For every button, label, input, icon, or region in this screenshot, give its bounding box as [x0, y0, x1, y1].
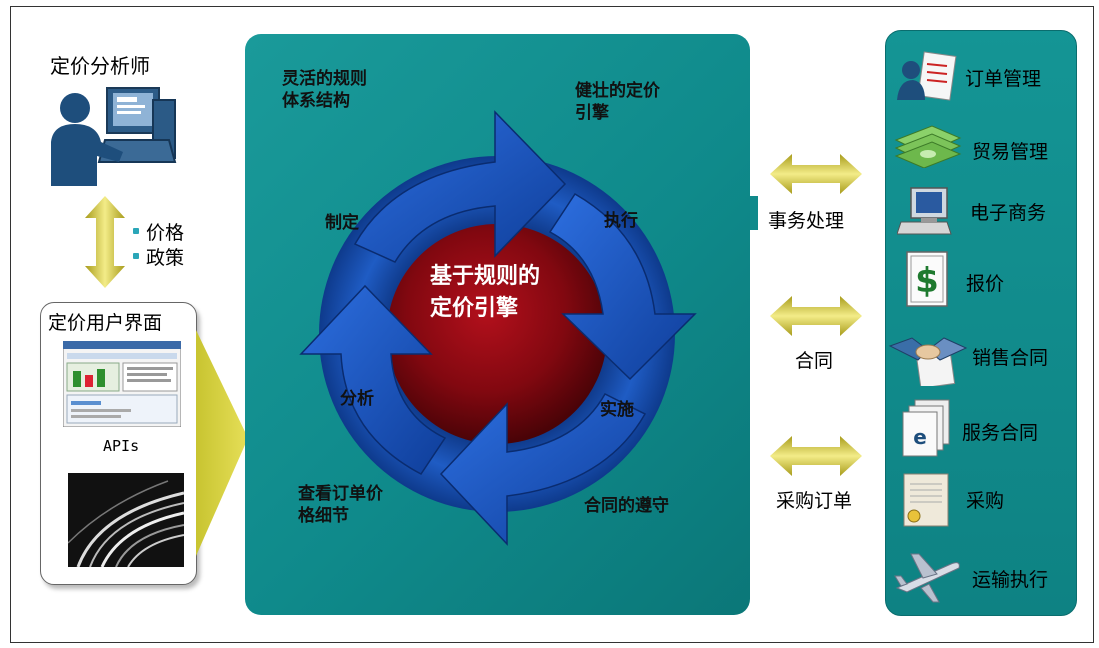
flexible-rules-label: 灵活的规则 体系结构	[282, 69, 367, 111]
purchase-document-icon	[903, 473, 949, 527]
cycle-step-formulate: 制定	[325, 213, 359, 233]
purchase-order-label: 采购订单	[776, 490, 853, 512]
transaction-arrow-icon	[770, 154, 862, 194]
contract-compliance-label: 合同的遵守	[584, 496, 669, 516]
dashboard-thumbnail	[63, 341, 181, 427]
purchase-order-arrow-icon	[770, 436, 862, 476]
money-stack-icon	[894, 125, 962, 168]
airplane-icon	[894, 553, 960, 603]
document-stack-icon: e	[902, 399, 950, 457]
contract-label: 合同	[795, 350, 834, 372]
core-title-line1: 基于规则的	[430, 264, 541, 289]
right-item-shipping-execution: 运输执行	[972, 569, 1049, 591]
contract-arrow-icon	[770, 296, 862, 336]
right-item-purchasing: 采购	[966, 490, 1005, 512]
right-item-quote: 报价	[966, 273, 1005, 295]
order-management-icon	[897, 51, 957, 101]
analyst-title: 定价分析师	[50, 54, 150, 78]
light-streaks-image	[68, 473, 184, 567]
policy-arrow-icon	[85, 196, 125, 288]
pricing-cycle-diagram	[299, 110, 697, 546]
dollar-document-icon: $	[906, 251, 948, 307]
robust-engine-label: 健壮的定价 引擎	[575, 81, 660, 123]
ui-title: 定价用户界面	[48, 312, 163, 334]
transaction-label: 事务处理	[768, 210, 845, 232]
core-title-line2: 定价引擎	[430, 296, 519, 321]
bullet-icon	[133, 228, 139, 234]
connector-stub	[750, 196, 758, 230]
policy-label-1: 价格	[146, 222, 185, 244]
apis-label: APIs	[103, 437, 140, 455]
order-price-detail-label: 查看订单价 格细节	[298, 484, 383, 526]
analyst-computer-icon	[51, 87, 177, 186]
policy-label-2: 政策	[146, 247, 185, 269]
cycle-step-analyze: 分析	[340, 389, 374, 409]
pricing-ui-panel: 定价用户界面 APIs	[40, 302, 197, 585]
svg-text:$: $	[915, 261, 939, 301]
bullet-icon	[133, 253, 139, 259]
computer-icon	[897, 187, 952, 235]
right-item-trade-management: 贸易管理	[972, 141, 1049, 163]
right-item-sales-contract: 销售合同	[972, 347, 1049, 369]
handshake-icon	[888, 337, 968, 386]
right-item-order-management: 订单管理	[965, 68, 1042, 90]
svg-text:e: e	[913, 425, 927, 449]
cycle-step-implement: 实施	[600, 400, 634, 420]
right-item-ecommerce: 电子商务	[970, 202, 1047, 224]
funnel-arrow-icon	[196, 330, 248, 556]
right-item-service-contract: 服务合同	[962, 422, 1039, 444]
cycle-step-execute: 执行	[604, 211, 638, 231]
